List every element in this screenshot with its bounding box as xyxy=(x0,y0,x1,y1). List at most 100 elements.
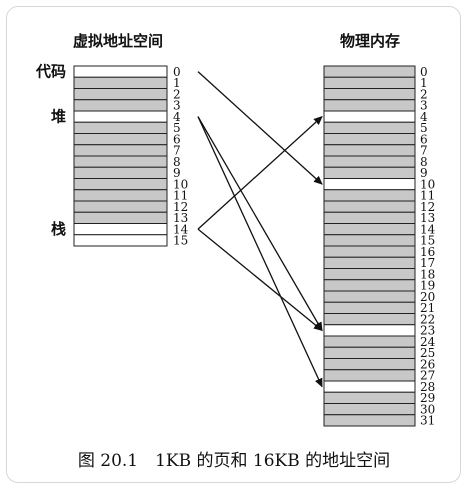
virtual-page-number: 4 xyxy=(173,110,181,124)
physical-page-30 xyxy=(323,403,416,416)
physical-page-18 xyxy=(323,268,416,281)
physical-page-number: 10 xyxy=(420,177,435,191)
physical-page-15 xyxy=(323,234,416,247)
physical-page-number: 25 xyxy=(420,346,435,360)
physical-page-number: 1 xyxy=(420,76,428,90)
physical-page-13 xyxy=(323,211,416,224)
virtual-page-2 xyxy=(73,88,168,101)
virtual-page-number: 10 xyxy=(173,177,188,191)
virtual-page-number: 8 xyxy=(173,155,181,169)
physical-page-number: 13 xyxy=(420,211,435,225)
virtual-page-4 xyxy=(73,110,168,123)
virtual-title: 虚拟地址空间 xyxy=(73,32,163,50)
mapping-arrow xyxy=(197,115,323,230)
physical-page-12 xyxy=(323,200,416,213)
physical-page-6 xyxy=(323,133,416,146)
physical-page-4 xyxy=(323,110,416,123)
virtual-page-6 xyxy=(73,133,168,146)
physical-page-number: 20 xyxy=(420,290,435,304)
physical-page-10 xyxy=(323,178,416,191)
physical-page-number: 27 xyxy=(420,369,435,383)
segment-label: 栈 xyxy=(51,220,66,238)
virtual-page-9 xyxy=(73,166,168,179)
virtual-page-8 xyxy=(73,155,168,168)
physical-page-2 xyxy=(323,88,416,101)
physical-page-8 xyxy=(323,155,416,168)
physical-page-0 xyxy=(323,65,416,78)
physical-page-16 xyxy=(323,245,416,258)
physical-page-22 xyxy=(323,313,416,326)
physical-page-31 xyxy=(323,414,416,427)
physical-page-27 xyxy=(323,369,416,382)
virtual-page-11 xyxy=(73,189,168,202)
virtual-page-number: 12 xyxy=(173,200,188,214)
physical-page-number: 0 xyxy=(420,65,428,79)
virtual-page-0 xyxy=(73,65,168,78)
mapping-arrow xyxy=(197,116,323,388)
segment-label: 堆 xyxy=(51,108,66,126)
physical-page-28 xyxy=(323,380,416,393)
virtual-page-3 xyxy=(73,99,168,112)
segment-label: 代码 xyxy=(35,63,66,81)
physical-page-11 xyxy=(323,189,416,202)
physical-page-number: 9 xyxy=(420,166,428,180)
physical-page-number: 3 xyxy=(420,99,428,113)
physical-page-number: 14 xyxy=(420,222,436,236)
physical-page-number: 16 xyxy=(420,245,435,259)
physical-title: 物理内存 xyxy=(340,32,400,50)
physical-page-number: 26 xyxy=(420,357,435,371)
physical-page-number: 29 xyxy=(420,391,435,405)
physical-page-number: 23 xyxy=(420,324,435,338)
virtual-page-number: 0 xyxy=(173,65,181,79)
physical-page-25 xyxy=(323,346,416,359)
virtual-page-12 xyxy=(73,200,168,213)
virtual-page-number: 11 xyxy=(173,189,188,203)
physical-page-number: 7 xyxy=(420,144,428,158)
physical-page-number: 4 xyxy=(420,110,428,124)
mapping-arrow xyxy=(197,71,323,185)
virtual-page-5 xyxy=(73,121,168,134)
physical-page-1 xyxy=(323,76,416,89)
physical-page-9 xyxy=(323,166,416,179)
physical-page-number: 8 xyxy=(420,155,428,169)
physical-page-number: 31 xyxy=(420,414,435,428)
physical-page-24 xyxy=(323,335,416,348)
virtual-page-number: 14 xyxy=(173,222,189,236)
page-mappings xyxy=(197,71,323,388)
mapping-arrow xyxy=(197,228,323,332)
virtual-page-number: 1 xyxy=(173,76,181,90)
virtual-page-10 xyxy=(73,178,168,191)
virtual-page-number: 3 xyxy=(173,99,181,113)
physical-page-number: 12 xyxy=(420,200,435,214)
physical-page-number: 18 xyxy=(420,267,435,281)
physical-page-26 xyxy=(323,358,416,371)
virtual-page-number: 15 xyxy=(173,234,188,248)
virtual-page-number: 5 xyxy=(173,121,181,135)
virtual-page-number: 9 xyxy=(173,166,181,180)
physical-page-number: 24 xyxy=(420,335,436,349)
figure-caption: 图 20.1 1KB 的页和 16KB 的地址空间 xyxy=(78,451,390,471)
virtual-page-13 xyxy=(73,211,168,224)
virtual-page-1 xyxy=(73,76,168,89)
virtual-page-7 xyxy=(73,144,168,157)
physical-page-5 xyxy=(323,121,416,134)
physical-page-17 xyxy=(323,256,416,269)
mapping-arrow xyxy=(197,116,323,332)
physical-page-number: 6 xyxy=(420,132,428,146)
virtual-page-number: 6 xyxy=(173,132,181,146)
physical-page-21 xyxy=(323,301,416,314)
physical-page-number: 19 xyxy=(420,279,435,293)
physical-page-number: 5 xyxy=(420,121,428,135)
physical-page-number: 11 xyxy=(420,189,435,203)
virtual-page-number: 2 xyxy=(173,87,181,101)
physical-page-23 xyxy=(323,324,416,337)
physical-page-number: 30 xyxy=(420,402,435,416)
virtual-page-number: 13 xyxy=(173,211,188,225)
virtual-page-14 xyxy=(73,223,168,236)
physical-memory: 0123456789101112131415161718192021222324… xyxy=(323,65,436,428)
virtual-page-15 xyxy=(73,234,168,247)
virtual-page-number: 7 xyxy=(173,144,181,158)
physical-page-number: 2 xyxy=(420,87,428,101)
physical-page-20 xyxy=(323,290,416,303)
